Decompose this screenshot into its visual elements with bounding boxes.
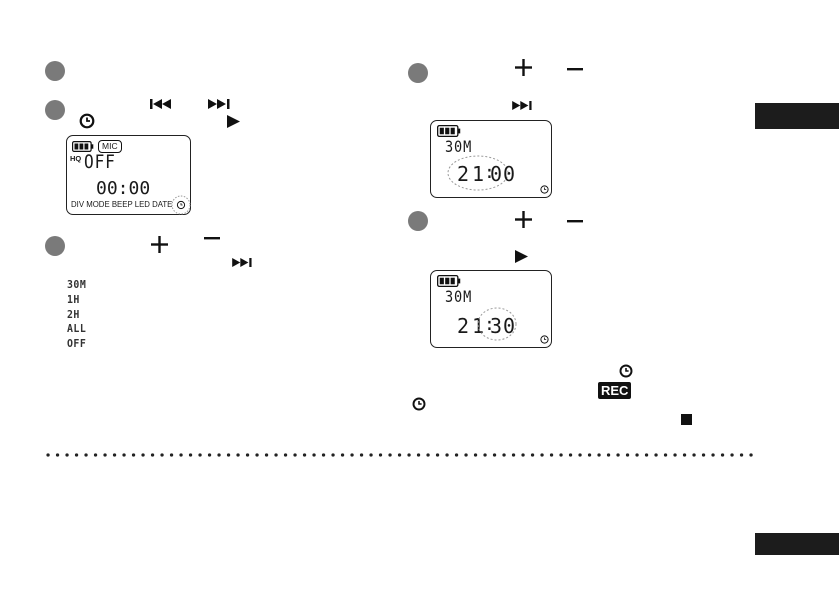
blink-rays <box>477 307 517 341</box>
timer-clock-icon <box>412 397 426 411</box>
step-4-marker <box>408 63 428 83</box>
step-5-marker <box>408 211 428 231</box>
dotted-separator <box>46 453 756 457</box>
step-1-marker <box>45 61 65 81</box>
battery-icon <box>437 125 461 137</box>
lcd-display-minute: 30M 21 : 30 <box>430 270 552 348</box>
hq-label: HQ <box>70 154 82 163</box>
section-tab-bottom <box>755 533 839 555</box>
time-hour: 21 <box>457 162 488 186</box>
duration-value: 30M <box>445 287 473 306</box>
timer-clock-icon <box>540 335 549 344</box>
next-track-icon <box>208 99 230 109</box>
time-value: 00:00 <box>96 178 151 199</box>
time-hour: 21 <box>457 314 488 338</box>
timer-clock-icon <box>540 185 549 194</box>
lcd-display-hour: 30M 21 : 00 <box>430 120 552 198</box>
minus-icon <box>567 220 583 223</box>
option-item: 2H <box>67 308 80 321</box>
play-icon <box>515 250 528 263</box>
timer-clock-icon <box>619 364 633 378</box>
blink-rays <box>447 155 509 191</box>
section-tab-top <box>755 103 839 129</box>
minus-icon <box>204 237 220 240</box>
rec-icon: REC <box>598 382 632 399</box>
stop-icon <box>681 414 692 425</box>
step-3-marker <box>45 236 65 256</box>
previous-track-icon <box>150 99 171 109</box>
play-icon <box>227 115 240 128</box>
plus-icon <box>151 236 168 253</box>
time-colon: : <box>484 314 496 335</box>
option-item: 1H <box>67 293 80 306</box>
next-track-icon <box>232 258 252 267</box>
duration-value: 30M <box>445 137 473 156</box>
mic-badge: MIC <box>98 140 122 153</box>
option-item: ALL <box>67 322 87 335</box>
next-track-icon <box>512 101 532 110</box>
time-minute: 00 <box>490 162 517 186</box>
option-item: 30M <box>67 278 87 291</box>
timer-clock-icon <box>79 113 95 129</box>
minus-icon <box>567 68 583 71</box>
battery-icon <box>72 141 94 152</box>
time-minute: 30 <box>490 314 517 338</box>
battery-icon <box>437 275 461 287</box>
mode-value: OFF <box>84 151 116 173</box>
menu-bar: DIV MODE BEEP LED DATE <box>71 199 173 209</box>
lcd-display-settings: MIC HQ OFF 00:00 DIV MODE BEEP LED DATE <box>66 135 191 215</box>
step-2-marker <box>45 100 65 120</box>
option-item: OFF <box>67 337 87 350</box>
plus-icon <box>515 211 532 228</box>
time-colon: : <box>484 162 496 183</box>
plus-icon <box>515 59 532 76</box>
timer-clock-icon <box>171 195 191 215</box>
